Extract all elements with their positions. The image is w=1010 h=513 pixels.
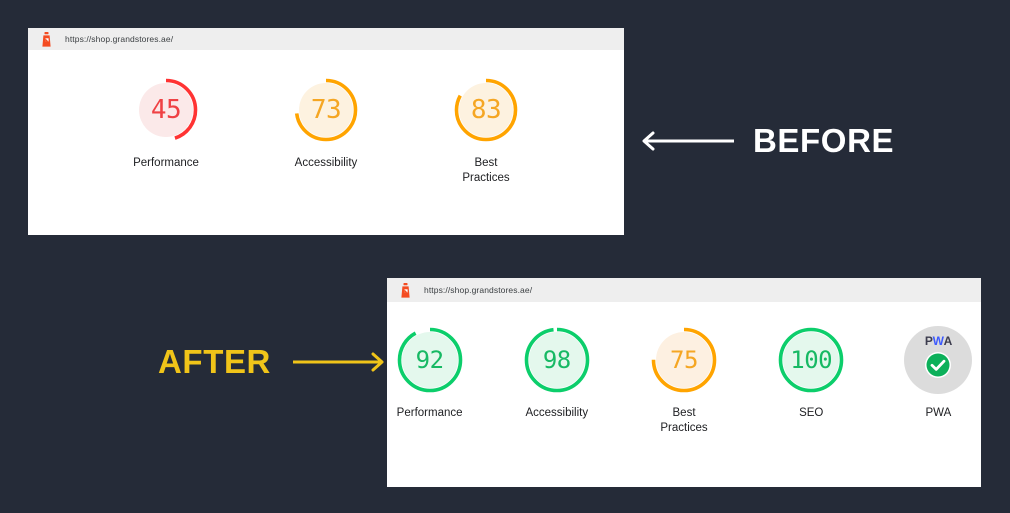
pwa-letter-a: A <box>943 334 953 348</box>
arrow-right-icon <box>293 352 384 371</box>
annotation-before: BEFORE <box>639 124 894 157</box>
gauge-arc-best-practices <box>651 327 717 393</box>
gauge-value-accessibility: 98 <box>542 346 571 374</box>
gauge-arc-performance <box>397 327 462 393</box>
gauge-label-pwa: PWA <box>925 407 952 419</box>
gauge-value-performance: 92 <box>415 346 444 374</box>
lighthouse-report-card-after: https://shop.grandstores.ae/ 92 Performa… <box>387 278 981 487</box>
gauge-arc-best-practices <box>454 78 518 142</box>
gauge-best-practices[interactable]: 75 Best Practices <box>641 326 726 436</box>
gauge-ring-best-practices: 75 <box>650 326 718 394</box>
gauge-ring-performance: 92 <box>396 326 464 394</box>
gauge-label-best-practices: Best Practices <box>462 157 510 184</box>
pwa-letter-p: P <box>924 334 933 348</box>
url-bar-before[interactable]: https://shop.grandstores.ae/ <box>28 28 624 50</box>
gauge-seo[interactable]: 100 SEO <box>769 326 854 421</box>
lighthouse-icon <box>42 31 51 47</box>
gauge-group-before: 45 Performance 73 Accessibility 83 <box>28 50 624 186</box>
gauge-ring-performance: 45 <box>133 77 199 143</box>
gauge-value-best-practices: 75 <box>670 346 698 374</box>
gauge-performance[interactable]: 45 Performance <box>114 77 218 171</box>
annotation-after: AFTER <box>158 345 387 378</box>
gauge-label-seo: SEO <box>799 407 824 419</box>
gauge-arc-accessibility <box>524 327 590 393</box>
gauge-ring-seo: 100 <box>777 326 845 394</box>
arrow-left-icon <box>642 131 734 150</box>
gauge-value-seo: 100 <box>790 346 833 374</box>
url-text: https://shop.grandstores.ae/ <box>65 34 174 44</box>
pwa-letter-w: W <box>932 334 944 348</box>
gauge-arc-performance <box>134 78 198 142</box>
gauge-ring-best-practices: 83 <box>453 77 519 143</box>
lighthouse-icon <box>401 282 410 298</box>
gauge-arc-accessibility <box>294 78 358 142</box>
pwa-check-icon <box>925 352 952 378</box>
gauge-ring-accessibility: 73 <box>293 77 359 143</box>
gauge-arc-seo <box>778 327 844 393</box>
annotation-after-label: AFTER <box>158 343 271 380</box>
gauge-best-practices[interactable]: 83 Best Practices <box>434 77 538 186</box>
gauge-value-accessibility: 73 <box>310 95 342 125</box>
gauge-label-best-practices: Best Practices <box>660 407 708 434</box>
gauge-label-accessibility: Accessibility <box>294 157 358 169</box>
gauge-accessibility[interactable]: 73 Accessibility <box>274 77 378 171</box>
gauge-value-best-practices: 83 <box>470 95 502 125</box>
annotation-before-label: BEFORE <box>753 122 895 159</box>
gauge-label-performance: Performance <box>396 407 463 419</box>
gauge-label-performance: Performance <box>133 157 199 169</box>
lighthouse-report-card-before: https://shop.grandstores.ae/ 45 Performa… <box>28 28 624 235</box>
gauge-label-accessibility: Accessibility <box>525 407 589 419</box>
gauge-ring-accessibility: 98 <box>523 326 591 394</box>
gauge-group-after: 92 Performance 98 Accessibility 75 <box>387 302 981 436</box>
url-text: https://shop.grandstores.ae/ <box>424 285 533 295</box>
url-bar-after[interactable]: https://shop.grandstores.ae/ <box>387 278 981 302</box>
gauge-performance[interactable]: 92 Performance <box>387 326 472 421</box>
gauge-value-performance: 45 <box>150 95 182 125</box>
gauge-accessibility[interactable]: 98 Accessibility <box>514 326 599 421</box>
